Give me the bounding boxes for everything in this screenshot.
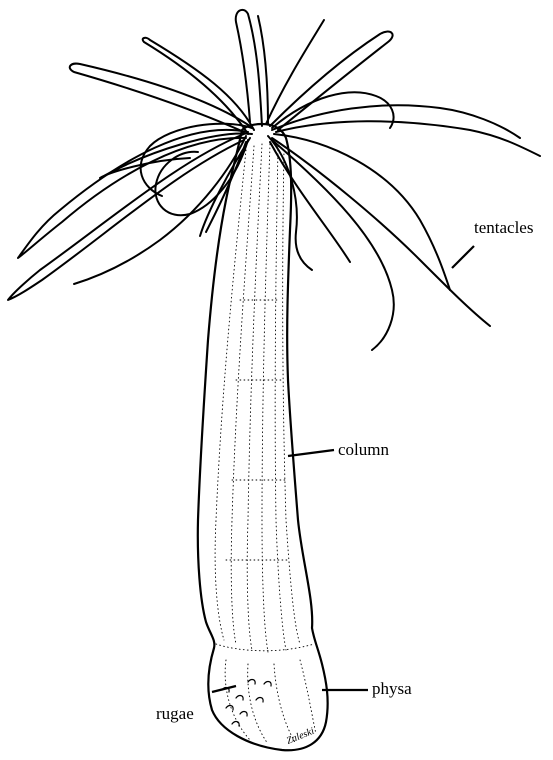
tentacle xyxy=(70,64,250,132)
physa-line xyxy=(300,660,316,734)
tentacle xyxy=(8,134,244,300)
ruga xyxy=(264,682,271,686)
column-body xyxy=(198,124,328,750)
physa-boundary xyxy=(216,644,314,651)
column-line xyxy=(262,144,270,652)
column-line xyxy=(275,146,286,650)
rugae-leader xyxy=(212,686,236,692)
tentacles-leader xyxy=(452,246,474,268)
column-line xyxy=(231,146,254,644)
tentacles-group xyxy=(8,10,540,350)
tentacle xyxy=(266,20,324,124)
label-physa: physa xyxy=(372,679,412,698)
ruga xyxy=(240,712,247,716)
ruga xyxy=(256,698,263,702)
tentacle xyxy=(258,16,268,124)
label-column: column xyxy=(338,440,389,459)
tentacle xyxy=(155,140,248,215)
column-line xyxy=(215,150,246,640)
label-rugae: rugae xyxy=(156,704,194,723)
ruga xyxy=(226,706,233,710)
ruga xyxy=(236,696,243,700)
ruga xyxy=(248,680,255,684)
physa-line xyxy=(248,664,268,744)
physa-line xyxy=(225,660,250,740)
ruga xyxy=(232,722,239,726)
tentacle xyxy=(272,138,490,326)
column-outline xyxy=(198,124,328,750)
label-tentacles: tentacles xyxy=(474,218,533,237)
column-line xyxy=(247,144,262,650)
column-leader xyxy=(288,450,334,456)
physa-line xyxy=(274,664,296,744)
